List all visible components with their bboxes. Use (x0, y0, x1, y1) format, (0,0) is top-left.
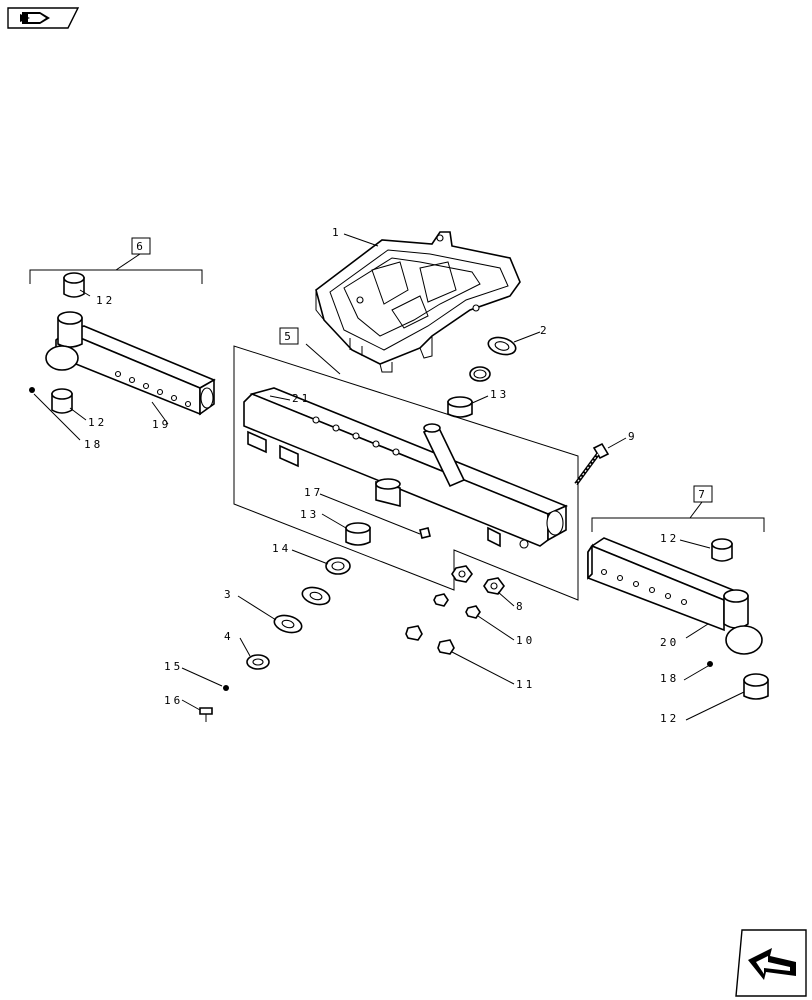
callout-20: 20 (660, 636, 679, 649)
callout-12-left-upper: 12 (96, 294, 115, 307)
callout-18-left: 18 (84, 438, 103, 451)
svg-text:7: 7 (698, 488, 708, 501)
part-3-gasket (273, 614, 303, 634)
group-6-label: 6 (131, 237, 151, 255)
part-12-left-lower (51, 388, 73, 414)
part-nuts (405, 565, 505, 655)
svg-text:5: 5 (284, 330, 294, 343)
part-16-screw (199, 707, 213, 722)
callout-9: 9 (628, 430, 638, 443)
callout-21: 21 (292, 392, 311, 405)
callout-1: 1 (332, 226, 342, 239)
callout-18-right: 18 (660, 672, 679, 685)
callout-labels: 1 2 3 4 8 9 10 11 12 12 12 12 13 13 14 1… (84, 226, 679, 725)
callout-11: 11 (516, 678, 535, 691)
group-7-bracket (591, 501, 765, 532)
part-18-right-fitting (707, 661, 713, 667)
callout-4: 4 (224, 630, 234, 643)
part-18-left-fitting (29, 387, 35, 393)
part-1-support-housing (315, 231, 521, 373)
next-page-arrow-icon (748, 948, 796, 980)
callout-15: 15 (164, 660, 183, 673)
part-20-right-extension (587, 537, 763, 655)
part-12-left-upper (63, 272, 85, 298)
callout-12-right-lower: 12 (660, 712, 679, 725)
callout-19: 19 (152, 418, 171, 431)
part-19-left-extension (45, 311, 216, 416)
part-gasket-small (301, 586, 331, 606)
next-page-button[interactable] (735, 929, 807, 997)
callout-12-right-upper: 12 (660, 532, 679, 545)
group-6-bracket (29, 253, 203, 284)
callout-17: 17 (304, 486, 323, 499)
callout-2: 2 (540, 324, 550, 337)
part-15-screw (223, 685, 229, 691)
part-12-right-upper (711, 538, 733, 562)
part-2-gasket (487, 336, 517, 356)
callout-13-upper: 13 (490, 388, 509, 401)
leader-lines (33, 233, 745, 721)
callout-13-lower: 13 (300, 508, 319, 521)
part-9-bolt (574, 442, 610, 486)
callout-12-left-lower: 12 (88, 416, 107, 429)
callout-3: 3 (224, 588, 234, 601)
group-5-label: 5 (279, 327, 299, 345)
callout-16: 16 (164, 694, 183, 707)
part-21-axle-beam (243, 387, 569, 549)
part-17-pin (419, 527, 431, 539)
svg-text:6: 6 (136, 240, 146, 253)
group-7-label: 7 (693, 485, 713, 503)
prev-page-arrow-icon (20, 12, 50, 24)
part-13-lower (345, 522, 371, 546)
group-5-frame (233, 345, 579, 601)
callout-14: 14 (272, 542, 291, 555)
callout-8: 8 (516, 600, 526, 613)
callout-10: 10 (516, 634, 535, 647)
prev-page-button[interactable] (7, 7, 80, 29)
part-12-right-lower (743, 673, 769, 700)
part-4-washer (246, 654, 270, 670)
part-13-upper (447, 366, 491, 418)
part-14-washer (325, 557, 351, 575)
